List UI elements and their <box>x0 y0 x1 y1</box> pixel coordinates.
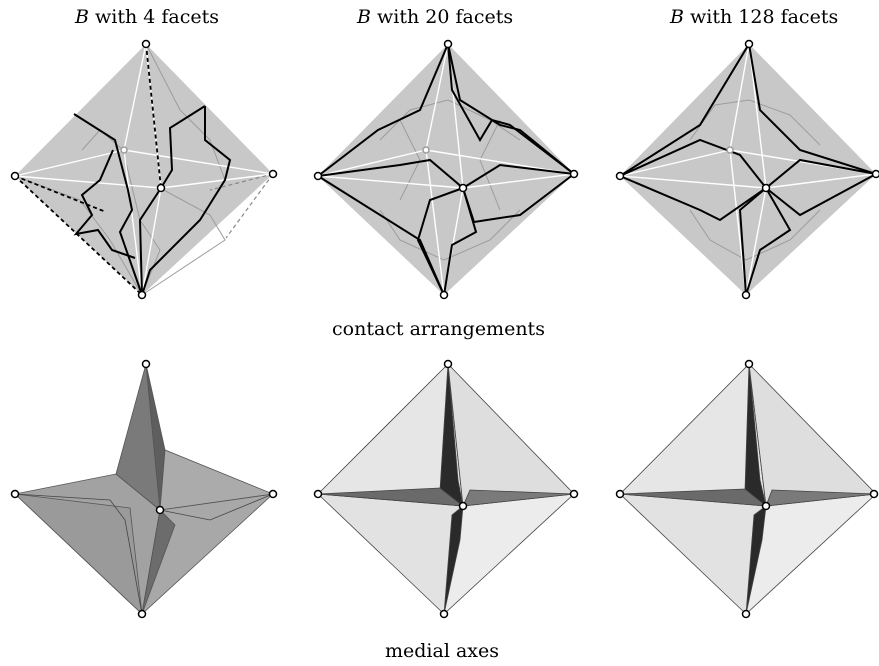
medial-axis-20-facets <box>313 359 579 619</box>
vertex-markers <box>615 39 879 300</box>
title-symbol: B <box>670 6 684 28</box>
vertex-markers <box>615 359 879 619</box>
medial-face-lower-left <box>316 493 464 615</box>
title-symbol: B <box>357 6 371 28</box>
medial-spike-right <box>462 489 575 507</box>
medial-spike-right <box>765 489 877 507</box>
contact-curves <box>619 43 877 296</box>
medial-seam <box>159 493 274 521</box>
white-edges <box>619 43 877 296</box>
vertex-markers <box>313 39 579 300</box>
contact-arrangement-20-facets <box>313 39 579 300</box>
contact-curves <box>317 43 575 296</box>
medial-spike-top-right <box>145 363 166 511</box>
medial-face-lower-right <box>443 493 576 616</box>
medial-face-upper-right <box>748 362 877 507</box>
medial-sheet-lower <box>13 493 143 616</box>
inner-gray-lines <box>689 99 821 261</box>
medial-face-lower-left <box>618 493 767 615</box>
medial-axis-128-facets <box>615 359 879 619</box>
contact-arrangement-4-facets <box>10 39 278 300</box>
contact-curves <box>73 105 232 296</box>
octahedron-face <box>15 44 273 295</box>
medial-face-upper-left <box>619 363 767 507</box>
medial-seam <box>14 493 143 615</box>
medial-face-upper-right <box>447 362 575 507</box>
medial-axis-4-facets <box>10 359 278 619</box>
medial-spike-left <box>317 487 465 507</box>
octahedron-face <box>318 44 574 295</box>
caption-contact-arrangements: contact arrangements <box>332 318 545 340</box>
vertex-markers <box>10 39 278 300</box>
contact-arrangement-128-facets <box>615 39 879 300</box>
title-text: with 20 facets <box>377 6 514 28</box>
medial-spike-bottom <box>141 509 176 615</box>
title-text: with 128 facets <box>690 6 839 28</box>
title-symbol: B <box>75 6 89 28</box>
dashed-edges <box>14 43 162 296</box>
medial-spike-left <box>619 488 768 507</box>
vertex-markers <box>313 359 579 619</box>
vertex-markers <box>10 359 278 619</box>
gray-dashed-edges <box>209 173 274 239</box>
title-20-facets: B with 20 facets <box>357 6 513 28</box>
octahedron-face <box>620 44 876 295</box>
title-128-facets: B with 128 facets <box>670 6 838 28</box>
title-4-facets: B with 4 facets <box>75 6 219 28</box>
caption-medial-axes: medial axes <box>385 640 499 662</box>
title-text: with 4 facets <box>95 6 220 28</box>
